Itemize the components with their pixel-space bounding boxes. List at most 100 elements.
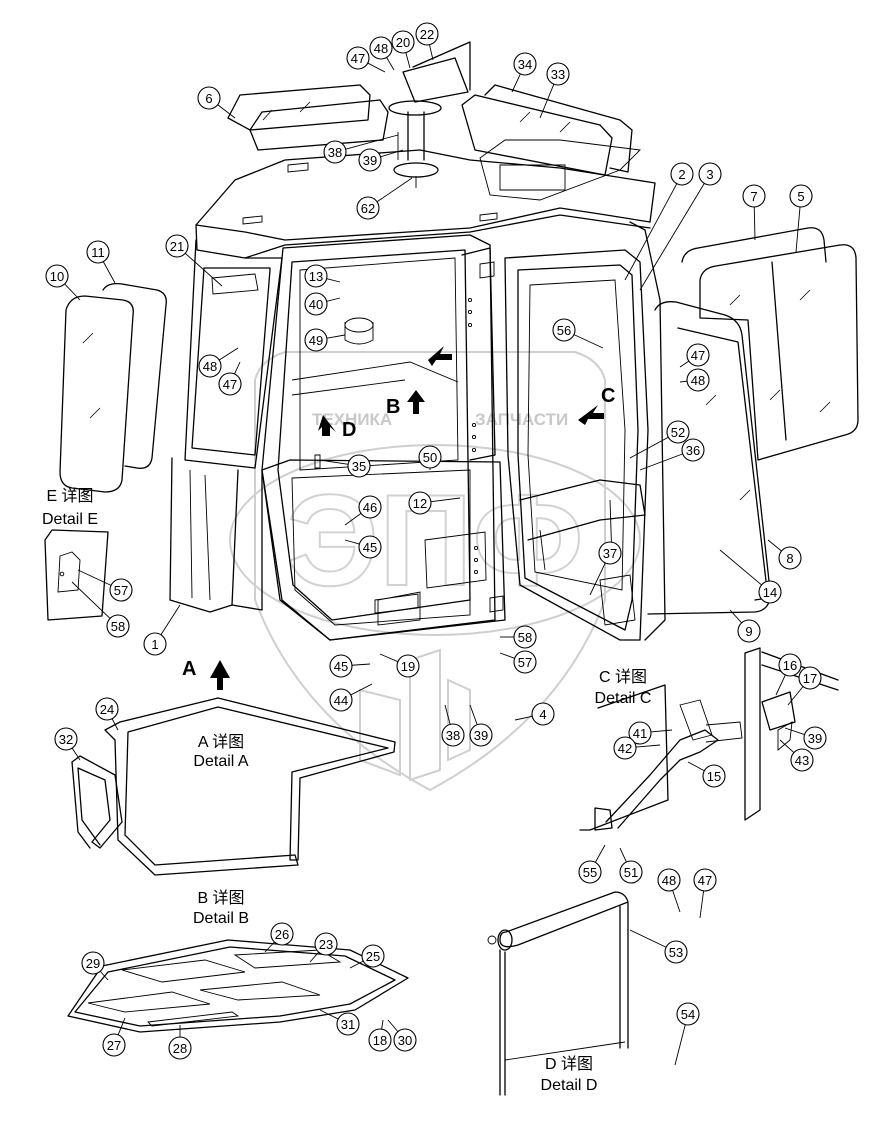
callout-number: 50 <box>423 450 437 465</box>
callout-33: 33 <box>539 62 570 119</box>
callout-18: 18 <box>368 1019 392 1052</box>
callout-circle <box>737 619 761 643</box>
callout-58: 58 <box>71 581 130 638</box>
callout-number: 11 <box>91 245 105 260</box>
callout-number: 46 <box>363 500 377 515</box>
callout-8: 8 <box>767 539 802 570</box>
callout-circle <box>329 654 353 678</box>
callout-leader <box>319 459 349 465</box>
callout-leader <box>699 890 705 919</box>
callout-56: 56 <box>552 318 604 349</box>
callout-leader <box>629 929 667 948</box>
watermark: ТЕХНИКА ЗАПЧАСТИ ЭПФ <box>229 351 641 792</box>
callout-leader <box>99 970 109 981</box>
callout-circle <box>790 748 814 772</box>
callout-45: 45 <box>344 535 382 559</box>
callout-number: 30 <box>398 1033 412 1048</box>
callout-circle <box>347 454 371 478</box>
detail-a-frame <box>71 697 396 876</box>
callout-leader <box>234 361 241 375</box>
callout-circle <box>304 264 328 288</box>
callout-circle <box>513 625 537 649</box>
callout-number: 26 <box>275 927 289 942</box>
watermark-letters: ЭПФ <box>287 467 584 613</box>
callout-circle <box>552 318 576 342</box>
callout-number: 36 <box>686 443 700 458</box>
callout-circle <box>441 723 465 747</box>
callout-9: 9 <box>729 609 761 643</box>
callout-29: 29 <box>81 951 109 981</box>
detail-e-part <box>44 529 109 621</box>
callout-circle <box>45 264 69 288</box>
callout-number: 5 <box>797 189 804 204</box>
callout-circle <box>81 951 105 975</box>
callout-leader <box>217 104 236 119</box>
callout-44: 44 <box>329 683 373 712</box>
callout-49: 49 <box>304 328 346 352</box>
callout-circle <box>686 368 710 392</box>
callout-circle <box>702 764 726 788</box>
callout-leader <box>326 334 346 339</box>
callout-circle <box>686 343 710 367</box>
callout-16: 16 <box>775 653 802 696</box>
callout-circle <box>198 354 222 378</box>
callout-20: 20 <box>391 30 415 69</box>
callout-number: 43 <box>795 753 809 768</box>
callout-13: 13 <box>304 264 341 288</box>
callout-leader <box>319 1009 339 1020</box>
callout-40: 40 <box>304 292 341 316</box>
callout-11: 11 <box>86 240 116 284</box>
callout-circle <box>346 46 370 70</box>
callout-number: 37 <box>603 546 617 561</box>
callout-4: 4 <box>514 702 555 726</box>
callout-number: 4 <box>539 707 546 722</box>
callout-43: 43 <box>779 739 814 772</box>
callout-34: 34 <box>511 52 537 93</box>
callout-number: 47 <box>351 51 365 66</box>
view-marker-b: B <box>386 396 400 418</box>
callout-55: 55 <box>578 844 606 884</box>
callout-number: 13 <box>309 269 323 284</box>
callout-leader <box>344 539 360 545</box>
callout-circle <box>578 860 602 884</box>
callout-leader <box>160 604 181 635</box>
callout-circle <box>143 632 167 656</box>
callout-leader <box>430 497 461 503</box>
callout-number: 48 <box>203 359 217 374</box>
view-marker-d: D <box>342 419 356 441</box>
callout-circle <box>513 52 537 76</box>
callout-number: 48 <box>691 373 705 388</box>
callout-number: 44 <box>334 693 348 708</box>
callout-number: 39 <box>808 731 822 746</box>
callout-number: 32 <box>59 732 73 747</box>
detail-a-title-zh: A 详图 <box>198 733 244 751</box>
callout-38: 38 <box>441 704 465 747</box>
callout-circle <box>613 736 637 760</box>
callout-leader <box>674 1024 686 1066</box>
callout-32: 32 <box>54 727 81 761</box>
callout-17: 17 <box>787 666 822 706</box>
callout-leader <box>386 57 395 71</box>
callout-circle <box>396 654 420 678</box>
callout-leader <box>729 609 742 624</box>
callout-circle <box>165 234 189 258</box>
callout-leader <box>71 581 111 619</box>
callout-leader <box>775 674 786 696</box>
callout-39: 39 <box>469 704 493 747</box>
callout-leader <box>326 278 341 283</box>
callout-leader <box>349 960 364 969</box>
callout-number: 9 <box>745 624 752 639</box>
callout-number: 52 <box>671 425 685 440</box>
detail-c-title-en: Detail C <box>595 690 652 707</box>
callout-circle <box>356 196 380 220</box>
callout-leader <box>639 453 683 471</box>
callout-circle <box>86 240 110 264</box>
callout-52: 52 <box>629 420 690 459</box>
callout-circle <box>598 541 622 565</box>
callout-circle <box>803 726 827 750</box>
view-marker-c: C <box>601 385 615 407</box>
callout-circle <box>393 1028 417 1052</box>
callout-leader <box>444 704 451 725</box>
callout-leader <box>429 44 434 61</box>
